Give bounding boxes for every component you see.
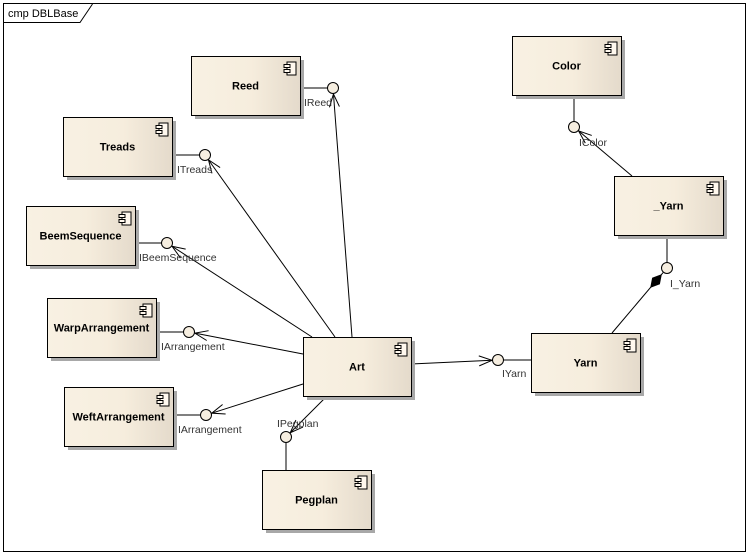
interface-i-yarn[interactable]: I_Yarn bbox=[661, 262, 701, 291]
component-icon bbox=[604, 41, 618, 56]
diagram-frame: cmp DBLBase bbox=[3, 3, 746, 552]
interface-label: IPegplan bbox=[277, 418, 319, 430]
lollipop-icon[interactable] bbox=[199, 149, 211, 161]
interface-label: IArrangement bbox=[178, 424, 242, 436]
dependency-line[interactable] bbox=[289, 395, 328, 434]
component-reed[interactable]: Reed bbox=[191, 56, 305, 120]
frame-border bbox=[3, 3, 746, 552]
component-icon bbox=[354, 475, 368, 490]
component-u-yarn[interactable]: _Yarn bbox=[614, 176, 728, 240]
component-beemsequence[interactable]: BeemSequence bbox=[26, 206, 140, 270]
component-label: Color bbox=[552, 61, 581, 73]
component-box[interactable] bbox=[47, 298, 157, 358]
dependency-yarn-to-i-yarn[interactable] bbox=[611, 272, 664, 334]
component-icon bbox=[623, 338, 637, 353]
dependency-line[interactable] bbox=[208, 159, 336, 338]
component-weftarrangement[interactable]: WeftArrangement bbox=[64, 387, 178, 451]
component-icon bbox=[394, 342, 408, 357]
component-box[interactable] bbox=[262, 470, 372, 530]
interface-iyarn[interactable]: IYarn bbox=[492, 354, 527, 381]
composition-diamond-icon bbox=[650, 274, 662, 288]
dependency-art-to-ipegplan[interactable] bbox=[289, 395, 328, 434]
interfaces-layer: IReedITreadsIBeemSequenceIArrangementIAr… bbox=[139, 82, 701, 443]
dependency-art-to-iarrangement-weft[interactable] bbox=[210, 383, 304, 415]
frame-tab bbox=[3, 3, 93, 23]
lollipop-icon[interactable] bbox=[200, 409, 212, 421]
component-color[interactable]: Color bbox=[512, 36, 626, 100]
lollipop-icon[interactable] bbox=[661, 262, 673, 274]
lollipop-icon[interactable] bbox=[492, 354, 504, 366]
component-icon bbox=[139, 303, 153, 318]
component-box[interactable] bbox=[614, 176, 724, 236]
component-label: BeemSequence bbox=[40, 231, 122, 243]
component-box[interactable] bbox=[63, 117, 173, 177]
component-label: Reed bbox=[232, 81, 259, 93]
interface-ipegplan[interactable]: IPegplan bbox=[277, 418, 319, 443]
dependency-art-to-iyarn[interactable] bbox=[410, 355, 494, 367]
component-icon bbox=[118, 211, 132, 226]
dependency-line[interactable] bbox=[332, 93, 353, 338]
components-layer: ReedTreadsBeemSequenceWarpArrangementWef… bbox=[26, 36, 728, 534]
component-label: Yarn bbox=[574, 358, 598, 370]
connectors-layer bbox=[135, 87, 668, 470]
dependency-line[interactable] bbox=[171, 245, 313, 338]
component-warparrangement[interactable]: WarpArrangement bbox=[47, 298, 161, 362]
component-yarn[interactable]: Yarn bbox=[531, 333, 645, 397]
interface-icolor[interactable]: IColor bbox=[568, 121, 608, 150]
interface-label: IArrangement bbox=[161, 341, 225, 353]
component-icon bbox=[156, 392, 170, 407]
interface-label: IBeemSequence bbox=[139, 252, 217, 264]
dependency-art-to-ireed[interactable] bbox=[328, 92, 353, 338]
component-box[interactable] bbox=[191, 56, 301, 116]
interface-itreads[interactable]: ITreads bbox=[177, 149, 212, 177]
component-box[interactable] bbox=[64, 387, 174, 447]
dependency-line[interactable] bbox=[211, 383, 304, 414]
component-label: _Yarn bbox=[653, 201, 684, 213]
component-label: Pegplan bbox=[295, 495, 338, 507]
component-box[interactable] bbox=[512, 36, 622, 96]
component-label: WeftArrangement bbox=[72, 412, 164, 424]
component-box[interactable] bbox=[303, 337, 412, 397]
interface-ireed[interactable]: IReed bbox=[304, 82, 339, 110]
lollipop-icon[interactable] bbox=[161, 237, 173, 249]
interface-label: I_Yarn bbox=[670, 278, 700, 290]
lollipop-icon[interactable] bbox=[280, 431, 292, 443]
component-icon bbox=[283, 61, 297, 76]
lollipop-icon[interactable] bbox=[327, 82, 339, 94]
component-label: WarpArrangement bbox=[54, 323, 150, 335]
arrowhead-icon bbox=[577, 129, 592, 144]
component-art[interactable]: Art bbox=[303, 337, 416, 401]
component-label: Art bbox=[349, 362, 365, 374]
dependency-line[interactable] bbox=[410, 359, 493, 365]
dependency-_yarn-to-icolor[interactable] bbox=[577, 129, 633, 177]
dependency-line[interactable] bbox=[578, 130, 633, 177]
arrowhead-icon bbox=[289, 419, 304, 434]
interface-iarrangement-warp[interactable]: IArrangement bbox=[161, 326, 225, 354]
interface-label: IYarn bbox=[502, 368, 526, 380]
interface-label: IReed bbox=[304, 97, 332, 109]
component-label: Treads bbox=[100, 142, 135, 154]
interface-ibeemsequence[interactable]: IBeemSequence bbox=[139, 237, 217, 265]
component-icon bbox=[155, 122, 169, 137]
arrowhead-icon bbox=[478, 355, 494, 367]
frame-title: cmp DBLBase bbox=[8, 8, 78, 20]
component-box[interactable] bbox=[26, 206, 136, 266]
component-treads[interactable]: Treads bbox=[63, 117, 177, 181]
lollipop-icon[interactable] bbox=[183, 326, 195, 338]
interface-label: ITreads bbox=[177, 164, 212, 176]
component-pegplan[interactable]: Pegplan bbox=[262, 470, 376, 534]
interface-iarrangement-weft[interactable]: IArrangement bbox=[178, 409, 242, 437]
component-icon bbox=[706, 181, 720, 196]
interface-label: IColor bbox=[579, 137, 608, 149]
component-box[interactable] bbox=[531, 333, 641, 393]
dependency-line[interactable] bbox=[194, 332, 304, 355]
lollipop-icon[interactable] bbox=[568, 121, 580, 133]
